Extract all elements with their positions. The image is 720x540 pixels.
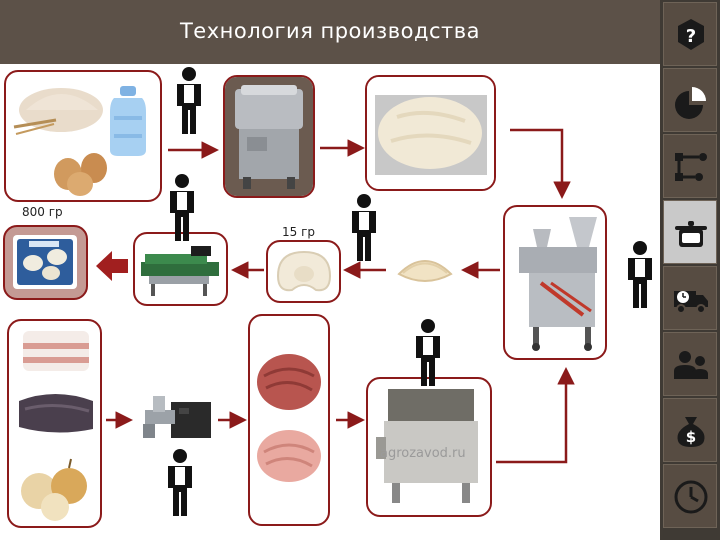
clock-icon: [674, 480, 708, 514]
worker-icon: [416, 319, 440, 386]
ingredients-dough-box: [4, 70, 162, 202]
arrow-dough-to-forming: [510, 128, 571, 199]
page-title: Технология производства: [179, 19, 480, 43]
sidebar-item-production[interactable]: [663, 200, 717, 264]
worker-icon: [177, 67, 201, 134]
formed-pelmen-box: [266, 240, 341, 303]
flour-water-eggs-image: [13, 86, 146, 196]
worker-icon: [628, 241, 652, 308]
worker-icon: [170, 174, 194, 241]
pot-icon: [675, 221, 707, 247]
packaged-pelmeni-image: [13, 235, 77, 289]
pelmen-image: [276, 250, 332, 292]
packaged-product-box: [3, 225, 88, 300]
people-icon: [674, 351, 708, 379]
delivery-truck-icon: [674, 291, 708, 314]
sidebar-item-finance[interactable]: $: [663, 398, 717, 462]
sidebar-item-schedule[interactable]: [663, 464, 717, 528]
sidebar-item-help[interactable]: ?: [663, 2, 717, 66]
dough-weight-label: 800 гр: [22, 205, 63, 219]
dough-mixer-box: [223, 75, 315, 198]
kneaded-dough-box: [365, 75, 496, 191]
question-icon: ?: [678, 19, 704, 50]
sidebar-item-analytics[interactable]: [663, 68, 717, 132]
svg-text:?: ?: [686, 26, 696, 47]
minced-meat-image: [257, 354, 321, 482]
raw-vareniki-image-box: [391, 242, 459, 297]
pie-chart-icon: [675, 87, 706, 119]
forming-machine-box: [503, 205, 607, 360]
dough-mixer-image: [225, 77, 313, 196]
svg-text:$: $: [686, 428, 696, 446]
varenik-image: [397, 260, 453, 282]
packaging-machine-box: [133, 232, 228, 306]
sidebar-item-process[interactable]: [663, 134, 717, 198]
sidebar-item-delivery[interactable]: [663, 266, 717, 330]
packaging-machine-image: [141, 246, 219, 296]
worker-icon: [168, 449, 192, 516]
dough-image: [367, 77, 494, 189]
watermark-text: agrozavod.ru: [380, 446, 466, 461]
piece-weight-label: 15 гр: [282, 225, 316, 239]
pork-beef-onion-image: [19, 331, 93, 521]
process-icon: [675, 153, 707, 181]
filling-mixer-box: agrozavod.ru: [366, 377, 492, 517]
worker-icon: [352, 194, 376, 261]
ingredients-filling-box: [7, 319, 102, 528]
money-bag-icon: $: [677, 417, 705, 447]
arrow-packaging-to-product: [96, 251, 128, 281]
flow-arrows: [96, 128, 575, 464]
minced-meat-box: [248, 314, 330, 526]
meat-grinder-image: [143, 396, 211, 438]
filling-mixer-image: [376, 389, 478, 503]
header-bar: Технология производства: [0, 0, 660, 64]
pelmeni-forming-machine-image: [519, 217, 597, 351]
sidebar-item-staff[interactable]: [663, 332, 717, 396]
arrow-mixer-to-forming: [496, 367, 575, 464]
meat-grinder-image-box: [133, 388, 215, 450]
